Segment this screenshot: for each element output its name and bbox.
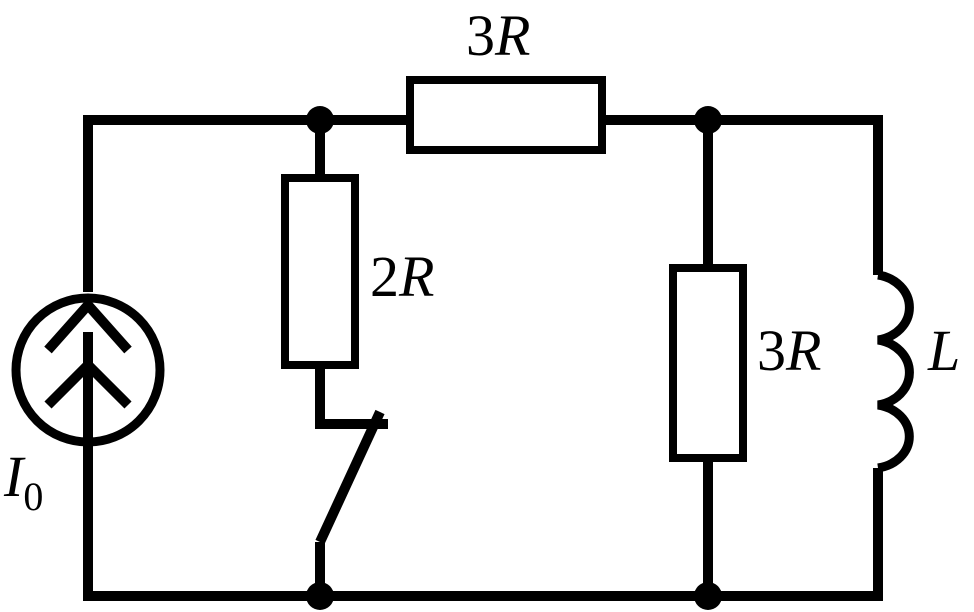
wire-bottom bbox=[83, 448, 883, 601]
current-source bbox=[11, 293, 165, 448]
label-resistor-top: 3R bbox=[466, 3, 530, 68]
wire-top-right bbox=[602, 115, 883, 275]
resistor-branch bbox=[281, 174, 359, 369]
label-current-source: I0 bbox=[3, 444, 43, 519]
current-source-chevron-upper bbox=[44, 297, 132, 354]
wire-top-left bbox=[83, 115, 410, 292]
node-bottom-right bbox=[694, 582, 722, 610]
current-source-chevron-lower bbox=[44, 357, 132, 409]
node-top-left bbox=[306, 106, 334, 134]
resistor-top bbox=[406, 76, 606, 154]
switch-blade bbox=[315, 409, 385, 545]
inductor-coil bbox=[877, 270, 914, 473]
label-inductor: L bbox=[927, 318, 960, 383]
wire-branch-to-switch bbox=[315, 365, 388, 429]
node-top-right bbox=[694, 106, 722, 134]
junction-nodes bbox=[306, 106, 722, 610]
label-resistor-right: 3R bbox=[757, 318, 821, 383]
resistor-right bbox=[669, 264, 747, 462]
node-bottom-left bbox=[306, 582, 334, 610]
label-resistor-branch: 2R bbox=[370, 244, 434, 309]
